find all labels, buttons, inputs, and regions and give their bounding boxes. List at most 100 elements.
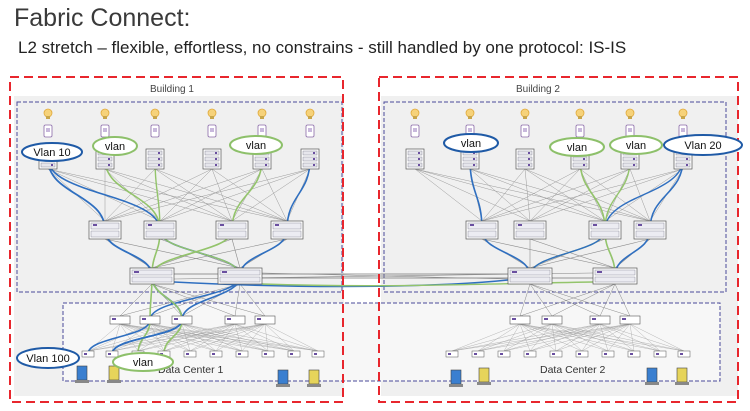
link [189, 323, 236, 352]
distribution-switch-icon [215, 220, 249, 240]
dc-switch-icon [109, 315, 131, 325]
link [149, 323, 269, 352]
link [629, 323, 635, 352]
link [529, 238, 651, 269]
core-switch-icon [217, 267, 263, 285]
link [181, 323, 217, 352]
link [154, 168, 288, 222]
link [477, 323, 521, 352]
link [519, 323, 583, 352]
link [519, 283, 616, 317]
wireless-ap-icon [207, 108, 217, 119]
link [581, 323, 631, 352]
endpoint-icon [575, 124, 585, 138]
vlan-tag: Vlan 10 [21, 142, 83, 162]
link [524, 168, 606, 222]
link [87, 323, 236, 352]
server-switch-icon [677, 350, 691, 358]
distribution-switch-icon [143, 220, 177, 240]
link [451, 323, 631, 352]
link [215, 323, 266, 352]
link [104, 168, 233, 222]
access-switch-icon [202, 148, 222, 170]
server-icon [107, 365, 121, 383]
vlan-tag: vlan [609, 135, 663, 155]
dc-switch-icon [171, 315, 193, 325]
vlan-tag-label: vlan [105, 141, 125, 153]
link [481, 238, 616, 269]
link [47, 168, 288, 222]
link [241, 323, 266, 352]
server-switch-icon [287, 350, 301, 358]
building-1-boundary [9, 76, 344, 403]
server-switch-icon [183, 350, 197, 358]
endpoint-icon [150, 124, 160, 138]
link [137, 323, 266, 352]
link [104, 168, 311, 222]
server-icon [276, 369, 290, 387]
link [481, 168, 581, 222]
core-switch-icon [129, 267, 175, 285]
link [519, 283, 531, 317]
link [215, 323, 236, 352]
link [469, 168, 651, 222]
link [151, 283, 236, 317]
link [149, 323, 191, 352]
wireless-ap-icon [678, 108, 688, 119]
access-switch-icon [300, 148, 320, 170]
data-center-2-label: Data Center 2 [540, 364, 606, 376]
link [519, 323, 635, 352]
link [159, 168, 263, 222]
link [104, 168, 213, 222]
link [524, 168, 651, 222]
page-title: Fabric Connect: [14, 4, 191, 32]
dc-switch-icon [619, 315, 641, 325]
link [119, 323, 319, 352]
page-subtitle: L2 stretch – flexible, effortless, no co… [18, 38, 627, 57]
access-switch-icon [145, 148, 165, 170]
link [119, 323, 191, 352]
link [524, 168, 531, 222]
server-icon [477, 367, 491, 385]
link [451, 323, 553, 352]
link [469, 168, 606, 222]
link [451, 323, 601, 352]
server-switch-icon [209, 350, 223, 358]
link [414, 168, 606, 222]
link [529, 283, 601, 317]
vlan-tag-label: vlan [626, 140, 646, 152]
link [181, 323, 295, 352]
link [231, 168, 311, 222]
link [149, 323, 319, 352]
fabric-links [47, 168, 685, 352]
server-icon [675, 367, 689, 385]
vlan-tag: vlan [112, 352, 174, 372]
vlan-tag-label: vlan [133, 357, 153, 369]
link [234, 283, 241, 317]
core-switch-icon [592, 267, 638, 285]
link [581, 323, 601, 352]
wireless-ap-icon [100, 108, 110, 119]
link [555, 323, 601, 352]
distribution-switch-icon [88, 220, 122, 240]
server-icon [645, 367, 659, 385]
server-switch-icon [311, 350, 325, 358]
link [261, 272, 509, 280]
vlan-tag: vlan [443, 133, 499, 153]
link [261, 168, 288, 222]
endpoint-icon [410, 124, 420, 138]
link [414, 168, 651, 222]
endpoint-icon [100, 124, 110, 138]
link [111, 323, 266, 352]
link [119, 283, 241, 317]
server-switch-icon [497, 350, 511, 358]
devices [38, 108, 693, 387]
access-switch-icon [515, 148, 535, 170]
link [451, 323, 521, 352]
server-switch-icon [601, 350, 615, 358]
link [264, 323, 319, 352]
link [149, 323, 217, 352]
link [189, 323, 266, 352]
link [119, 323, 217, 352]
link [211, 168, 233, 222]
